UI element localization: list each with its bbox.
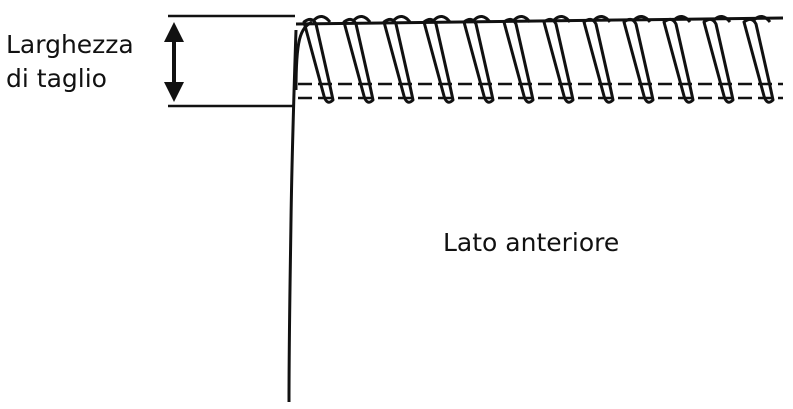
overlock-stitches <box>302 15 775 104</box>
stitch-corner <box>294 20 313 91</box>
stitch-hook <box>632 15 652 23</box>
stitch-loop <box>462 17 495 104</box>
fabric-edge-line <box>287 29 298 403</box>
stitch-hook <box>672 15 692 23</box>
cut-width-label-line1: Larghezza <box>6 30 134 59</box>
stitch-loop <box>502 17 535 104</box>
stitch-hook <box>592 15 612 23</box>
stitch-hook <box>512 15 532 23</box>
stitch-loop <box>422 17 455 104</box>
cut-width-label-line2: di taglio <box>6 64 107 93</box>
stitch-loop <box>342 17 375 104</box>
stitch-loop <box>742 17 775 104</box>
stitch-loop <box>702 17 735 104</box>
stitch-loop <box>302 17 335 104</box>
stitch-hook <box>352 15 372 23</box>
stitch-hook <box>472 15 492 23</box>
stitch-top-line <box>295 16 784 26</box>
stitch-hook <box>552 15 572 23</box>
stitch-loop <box>542 17 575 104</box>
stitch-loop <box>382 17 415 104</box>
front-side-label: Lato anteriore <box>443 228 620 257</box>
double-arrow-icon <box>164 22 184 102</box>
stitch-hook <box>432 15 452 23</box>
stitch-loop <box>662 17 695 104</box>
stitch-loop <box>622 17 655 104</box>
stitch-hook <box>712 15 732 23</box>
stitch-hook <box>312 15 332 23</box>
stitch-hook <box>392 15 412 23</box>
stitch-hook <box>752 15 772 23</box>
stitch-loop <box>582 17 615 104</box>
